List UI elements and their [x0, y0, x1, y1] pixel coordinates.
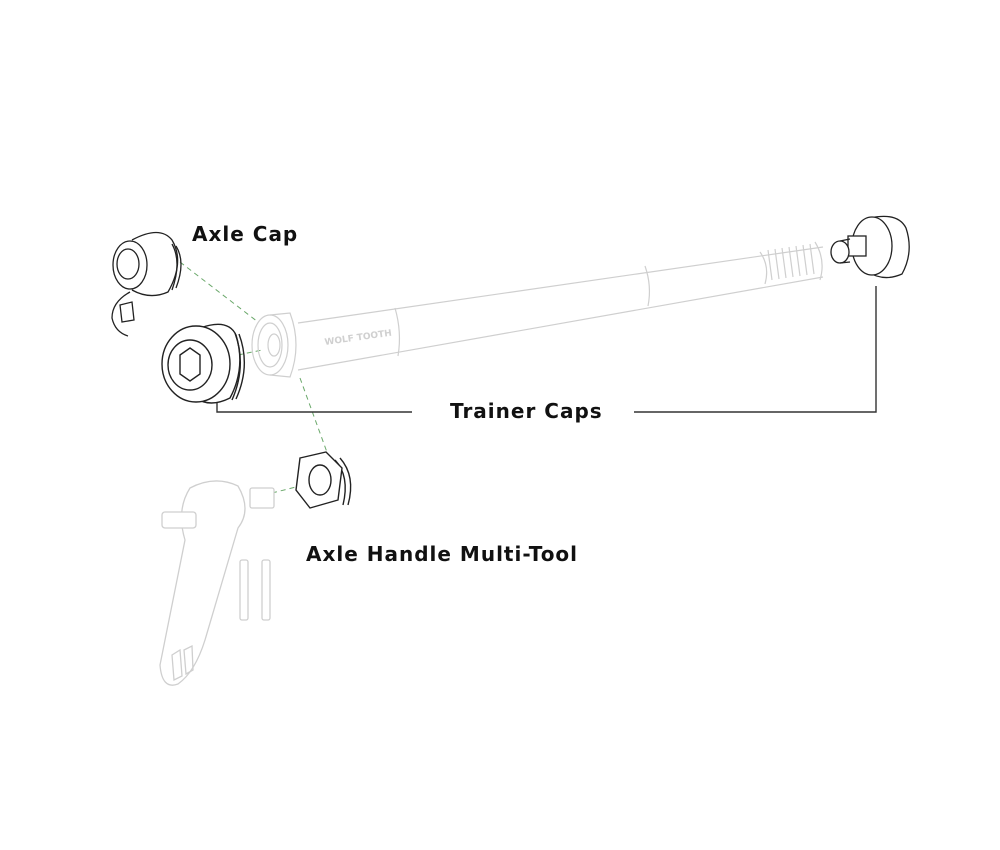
axle-handle-multi-tool — [159, 480, 275, 686]
thru-axle — [251, 241, 824, 378]
axle-cap — [111, 231, 182, 337]
axle-cap-label: Axle Cap — [192, 222, 299, 246]
axle-brand-logo: WOLF TOOTH — [324, 329, 392, 348]
hex-nut-adapter — [295, 451, 352, 509]
axle-handle-multi-tool-label: Axle Handle Multi-Tool — [306, 542, 579, 566]
trainer-cap-left — [161, 323, 246, 404]
trainer-cap-right — [830, 215, 910, 279]
trainer-caps-label: Trainer Caps — [450, 399, 603, 423]
trainer-caps-bracket — [216, 286, 877, 413]
